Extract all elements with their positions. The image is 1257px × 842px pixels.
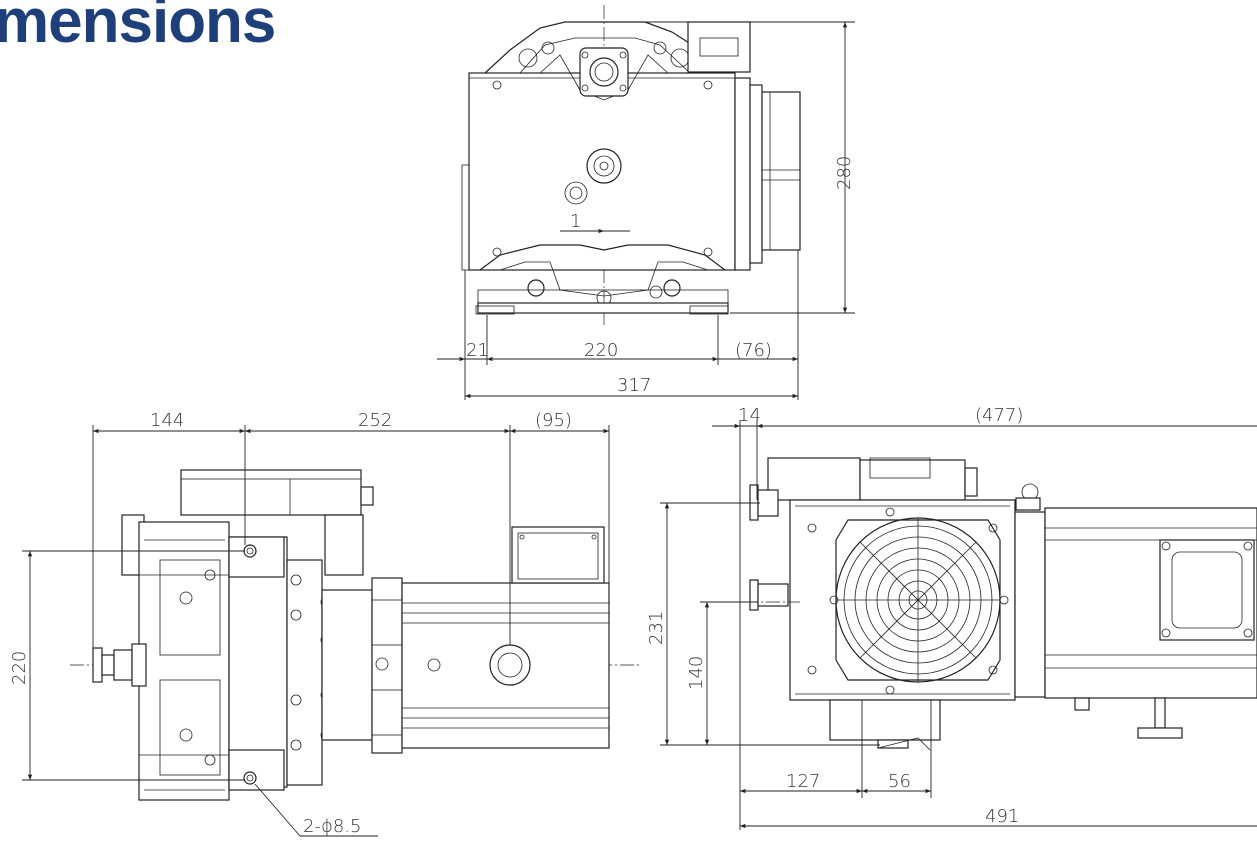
inlet-to-hole-dimension: 144 (150, 410, 184, 431)
foot-width-dimension: 56 (888, 771, 911, 792)
flange-offset-dimension: 14 (738, 405, 761, 426)
inlet-height-dimension: 140 (686, 656, 707, 690)
hole-to-motor-dimension: 252 (358, 410, 392, 431)
rear-view: 14 (477) 231 140 127 56 491 (646, 405, 1257, 830)
hole-spacing-dimension: 220 (9, 651, 30, 685)
body-length-dimension: (477) (975, 405, 1023, 426)
mounting-hole-callout: 2-ϕ8.5 (303, 816, 361, 837)
offset-left-dimension: 21 (466, 340, 489, 361)
base-width-dimension: 220 (584, 340, 618, 361)
page-title: mensions (0, 0, 276, 56)
offset-dimension: 1 (570, 211, 581, 232)
fan-depth-dimension: (76) (735, 340, 772, 361)
top-view: 1 280 21 220 (76) 317 (437, 5, 855, 400)
outlet-height-dimension: 231 (646, 611, 667, 645)
total-width-dimension: 317 (617, 375, 651, 396)
total-length-dimension: 491 (985, 806, 1019, 827)
side-view: 144 252 (95) 220 2-ϕ8.5 (9, 410, 640, 837)
foot-offset-dimension: 127 (786, 771, 820, 792)
motor-end-dimension: (95) (535, 410, 572, 431)
height-dimension: 280 (834, 156, 855, 190)
